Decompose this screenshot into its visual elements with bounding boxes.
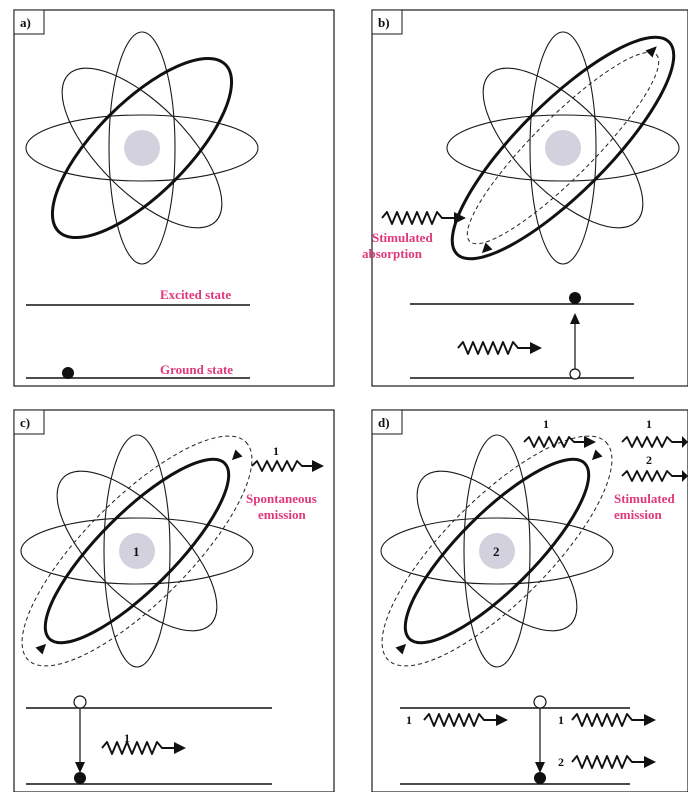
excited-orbit [50,56,234,240]
photon [101,741,186,755]
excited-state-label: Excited state [160,287,231,302]
panel-tag-box [13,409,45,435]
orbit-arrow-icon [645,46,657,58]
photon [457,341,542,355]
vacancy [533,695,547,709]
nucleus [545,130,581,166]
emission-label: emission [258,507,306,522]
panel-tag-box [13,9,45,35]
transition-path [381,435,613,667]
photon-number: 1 [124,731,130,745]
nucleus [124,130,160,166]
orbit-arrow-icon [481,242,493,254]
nucleus [479,533,515,569]
arrow-icon [174,742,186,754]
nucleus-label: 2 [493,544,500,559]
arrow-icon [644,756,656,768]
absorption-label: absorption [362,246,423,261]
panel-tag: b) [378,15,390,30]
vacancy [569,368,581,380]
panel-tag: d) [378,415,390,430]
photon [571,755,656,769]
ground-state-label: Ground state [160,362,233,377]
panel-c: c) 1 1 Spontaneous emission 1 [13,409,335,792]
photon-number: 1 [273,444,279,458]
arrow-icon [682,470,688,482]
panel-tag: c) [20,415,30,430]
arrow-icon [496,714,508,726]
arrow-icon [584,436,596,448]
arrow-icon [644,714,656,726]
photon [621,470,688,482]
panel-a: a) Excited state Ground state [13,9,335,387]
photon [571,713,656,727]
photon-number: 1 [558,713,564,727]
arrow-down-icon [75,762,85,773]
spontaneous-label: Spontaneous [246,491,317,506]
transition-path [21,435,253,667]
excited-orbit [450,35,676,261]
excited-orbit [43,457,231,645]
orbit-arrow-icon [231,449,243,461]
arrow-up-icon [570,313,580,324]
emission-label: emission [614,507,662,522]
electron [74,772,86,784]
atom [25,31,259,265]
photon-number: 1 [406,713,412,727]
stimulated-label: Stimulated [372,230,433,245]
panel-tag: a) [20,15,31,30]
photon-number: 2 [558,755,564,769]
panel-tag-box [371,409,403,435]
photon-number: 1 [646,417,652,431]
electron [62,367,74,379]
atom [446,31,680,265]
emitted-photon [251,460,324,472]
nucleus [119,533,155,569]
incoming-photon [381,211,466,225]
vacancy [73,695,87,709]
arrow-icon [682,436,688,448]
stimulated-label: Stimulated [614,491,675,506]
nucleus-label: 1 [133,544,140,559]
incoming-photon [523,436,596,448]
arrow-icon [312,460,324,472]
atom: 2 [380,434,614,668]
transition-path [466,51,660,245]
incoming-photon [423,713,508,727]
arrow-icon [530,342,542,354]
excited-orbit [403,457,591,645]
arrow-icon [454,212,466,224]
photon-number: 2 [646,453,652,467]
panel-b: b) Stimulated absorption [362,9,688,387]
photon-number: 1 [543,417,549,431]
panel-d: d) 2 1 1 2 Stimulated emission [371,409,688,792]
electron [569,292,581,304]
photon [621,436,688,448]
panel-tag-box [371,9,403,35]
arrow-down-icon [535,762,545,773]
electron [534,772,546,784]
